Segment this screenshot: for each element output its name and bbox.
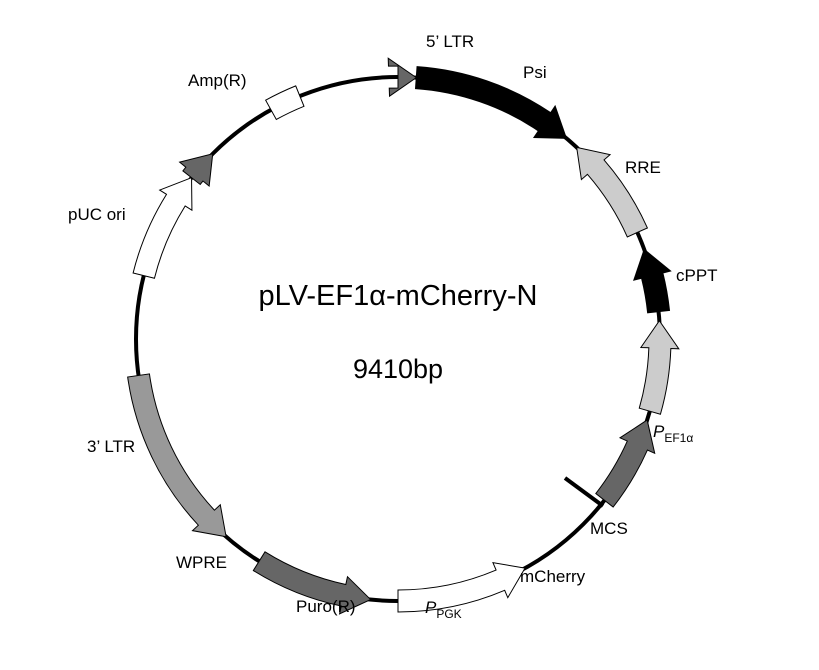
label-puro: Puro(R) <box>296 597 356 616</box>
feature-5ltr <box>132 176 193 279</box>
label-mcherry: mCherry <box>520 567 586 586</box>
label-wpre: WPRE <box>176 553 227 572</box>
feature-wpre <box>595 419 656 508</box>
label-cppt: cPPT <box>676 266 718 285</box>
label-ppgk: PPGK <box>425 598 462 621</box>
label-5ltr: 5’ LTR <box>426 32 474 51</box>
feature-mcherry <box>576 146 649 238</box>
plasmid-name: pLV-EF1α-mCherry-N <box>259 280 538 312</box>
feature-cppt <box>387 57 418 98</box>
mcs-site-mark <box>563 476 605 508</box>
feature-ppgk <box>633 248 672 314</box>
plasmid-size: 9410bp <box>353 354 443 384</box>
feature-3ltr <box>397 562 526 613</box>
feature-rre <box>264 85 305 121</box>
feature-psi <box>178 153 214 188</box>
label-psi: Psi <box>523 63 547 82</box>
label-amp: Amp(R) <box>188 71 247 90</box>
label-pef1a: PEF1α <box>653 422 693 445</box>
label-puc: pUC ori <box>68 205 126 224</box>
feature-pef1a <box>414 66 568 139</box>
label-mcs: MCS <box>590 519 628 538</box>
label-3ltr: 3’ LTR <box>87 437 135 456</box>
feature-puc <box>252 551 372 615</box>
label-rre: RRE <box>625 158 661 177</box>
feature-amp <box>127 373 227 538</box>
feature-puro <box>638 319 680 415</box>
